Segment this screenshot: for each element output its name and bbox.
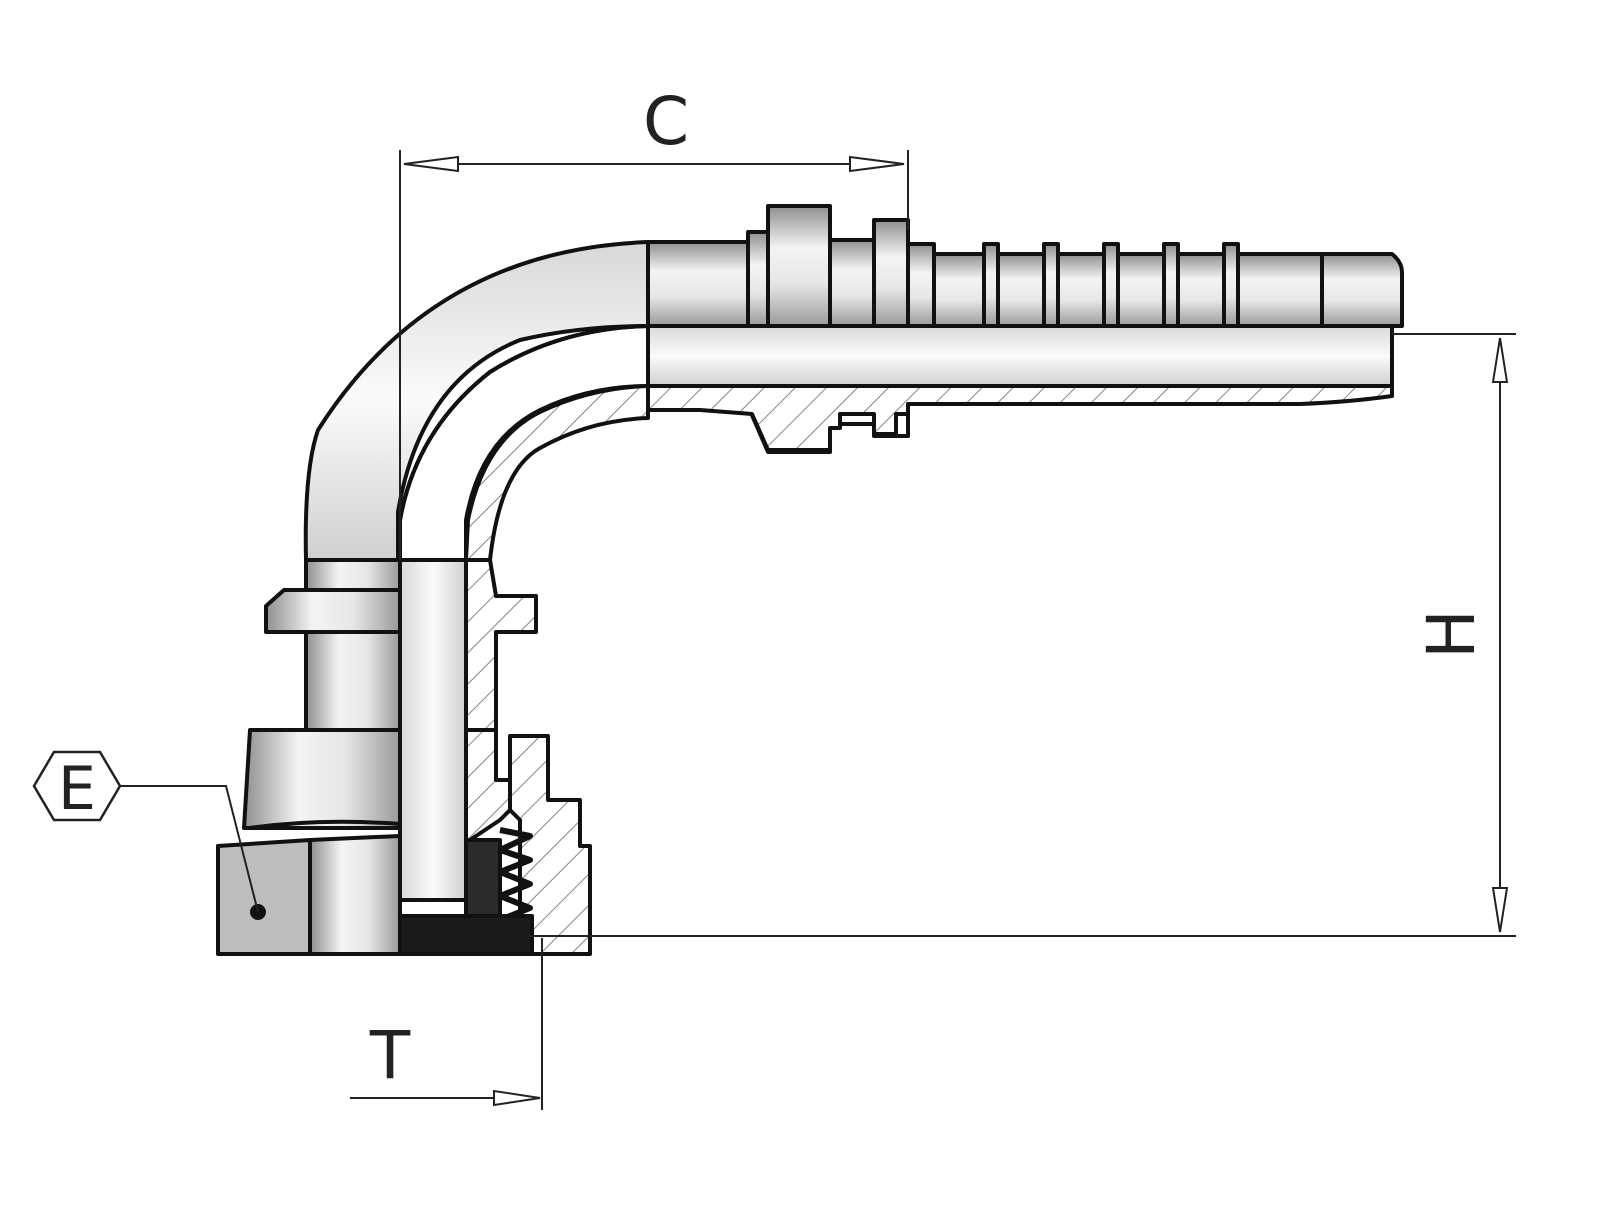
tail-collar (766, 204, 832, 328)
e-hex-tag (32, 750, 122, 822)
h-arrow-top (1491, 337, 1509, 383)
swivel-nut (216, 734, 592, 956)
seat-body (464, 838, 502, 918)
label-e: E (58, 754, 96, 824)
nut-hex-face (216, 838, 312, 956)
dimension-labels: C H T E (58, 83, 1490, 1094)
c-arrow-left (403, 155, 459, 173)
seat-face (398, 914, 534, 956)
e-leader-line (120, 785, 259, 913)
stem-lower-neck (304, 630, 402, 732)
nut-shoulder (242, 728, 402, 830)
t-arrow (493, 1089, 541, 1107)
tail-wall-section (646, 384, 1394, 452)
tail-ring (872, 218, 910, 328)
stem-wall-section (464, 558, 538, 732)
tail-groove (828, 238, 876, 328)
label-t: T (369, 1017, 411, 1094)
vertical-stem (242, 558, 538, 902)
tail-neck (646, 240, 750, 328)
stem-flange (264, 588, 402, 634)
label-c: C (643, 83, 689, 160)
tail-bore (646, 324, 1394, 388)
stem-bore (398, 558, 468, 902)
hose-tail (646, 204, 1404, 328)
nut-section (508, 734, 592, 956)
stem-upper-neck (304, 558, 402, 592)
tail-collar-ramp (746, 230, 770, 328)
c-arrow-right (849, 155, 905, 173)
horizontal-section (464, 324, 1394, 562)
label-h: H (1413, 609, 1490, 659)
h-arrow-bottom (1491, 887, 1509, 933)
nut-hex-side (308, 834, 402, 956)
tail-barbs (906, 242, 1404, 328)
dimensions (32, 150, 1516, 1110)
